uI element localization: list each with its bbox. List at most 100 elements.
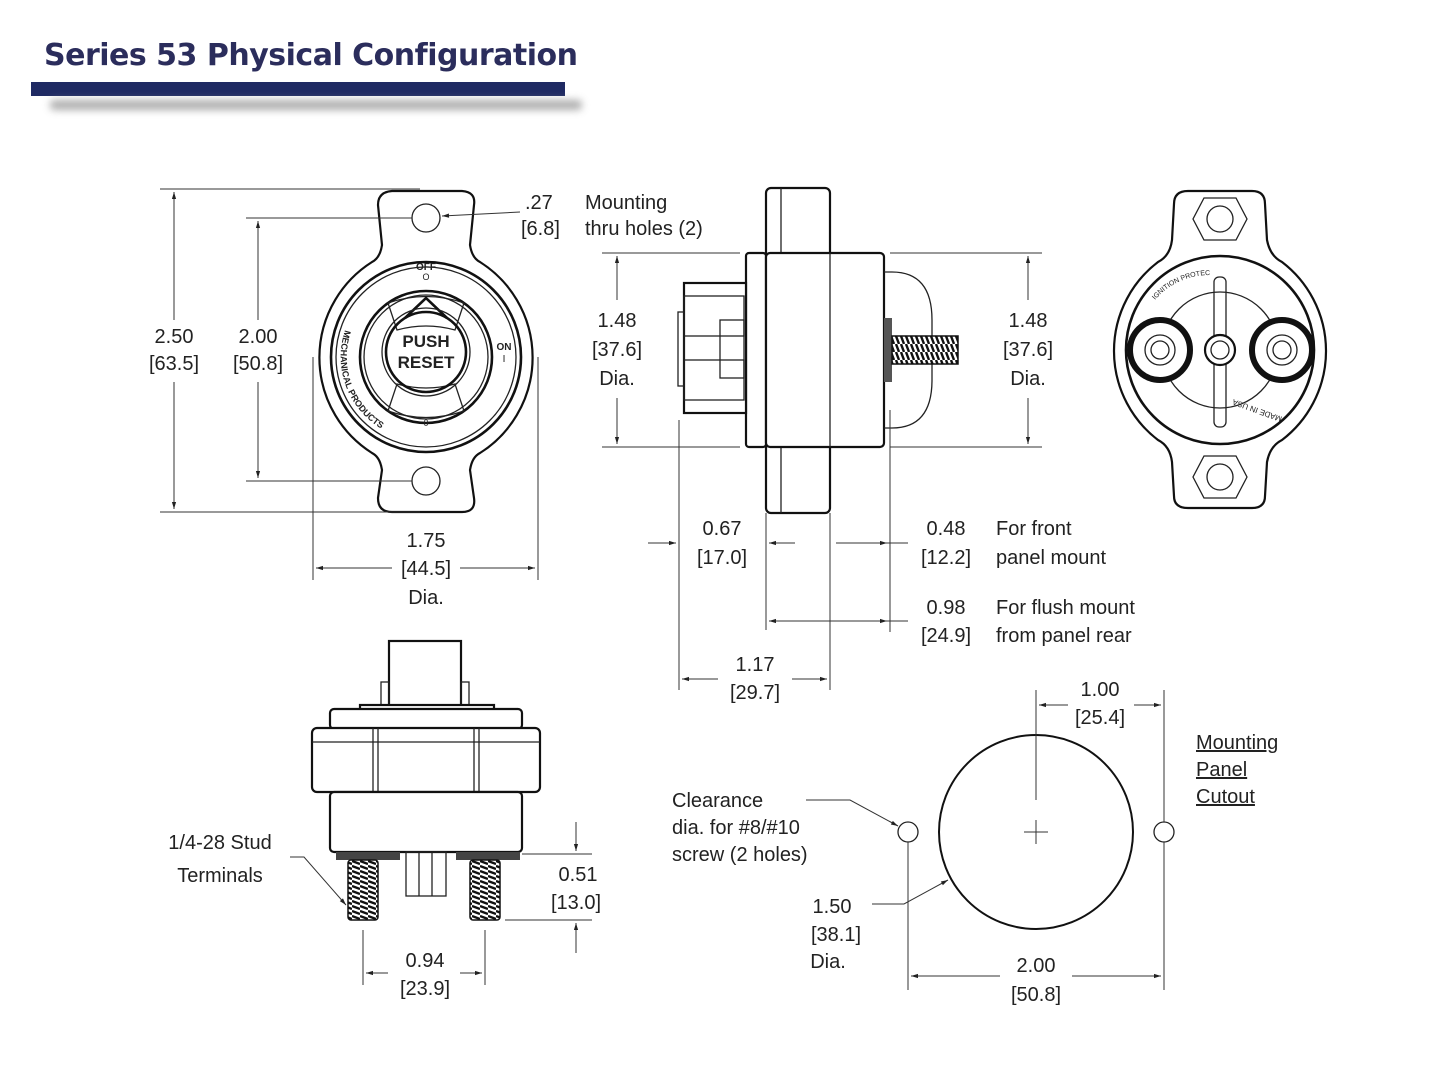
dim-right-dia-suffix: Dia.: [1010, 368, 1046, 390]
on-label: ON: [497, 342, 512, 353]
rear-nut-top-hole: [1206, 205, 1234, 233]
dim-cutout-dia-suffix: Dia.: [810, 951, 846, 973]
front-outer-ring: [329, 260, 523, 454]
clearance-leader: [806, 799, 899, 827]
front-panel-note-1: For front: [996, 518, 1072, 540]
rear-terminal-right-nut: [1266, 334, 1298, 366]
bottom-center-post: [405, 851, 447, 897]
front-flange-outline: [318, 189, 534, 514]
side-actuator: [682, 281, 748, 415]
panel-cutout-view: 1.00 [25.4] 2.00 [50.8] 1.50 [38.1] Dia.…: [672, 679, 1278, 1006]
dim-stud-length: 0.51: [559, 864, 598, 886]
dim-left-dia-suffix: Dia.: [599, 368, 635, 390]
dim-front-depth: 0.67: [703, 518, 742, 540]
flush-mount-note-2: from panel rear: [996, 625, 1132, 647]
front-view: PUSH RESET OFF O ON I 0 MECHANICAL PRODU…: [149, 188, 703, 609]
dim-stud-spacing-mm: [23.9]: [400, 978, 450, 1000]
side-view: 1.48 [37.6] Dia. 1.48 [37.6] Dia. 0.67 […: [592, 186, 1135, 704]
dim-stud-spacing: 0.94: [406, 950, 445, 972]
push-reset-button: [384, 310, 468, 394]
dim-overall-height-mm: [63.5]: [149, 353, 199, 375]
dim-flush-mount-mm: [24.9]: [921, 625, 971, 647]
clearance-hole-right: [1153, 821, 1175, 843]
clearance-note-3: screw (2 holes): [672, 844, 808, 866]
front-collar-ring: [358, 289, 494, 425]
front-outer-ring-inner: [335, 266, 517, 448]
arrow-up-icon: [404, 296, 448, 319]
bottom-view: 1/4-28 Stud Terminals 0.51 [13.0] 0.94 […: [168, 639, 601, 1000]
bottom-symbol: 0: [423, 418, 428, 428]
mounting-holes-note-2: thru holes (2): [585, 218, 703, 240]
bottom-flange: [310, 726, 542, 794]
stud-label-1: 1/4-28 Stud: [168, 832, 271, 854]
bottom-stud-base-left: [336, 852, 400, 860]
cutout-title-3: Cutout: [1196, 786, 1255, 808]
rear-terminal-left-stud: [1150, 340, 1170, 360]
dim-overall-height: 2.50: [155, 326, 194, 348]
rear-center-hole: [1210, 340, 1230, 360]
bottom-actuator: [387, 639, 463, 709]
cutout-dia-leader: [872, 879, 949, 905]
rear-center-boss: [1203, 333, 1237, 367]
reset-label: RESET: [398, 353, 455, 372]
off-label: OFF: [416, 262, 436, 273]
dim-left-dia-mm: [37.6]: [592, 339, 642, 361]
dim-right-dia-mm: [37.6]: [1003, 339, 1053, 361]
bottom-actuator-tab: [380, 681, 390, 708]
page-title: Series 53 Physical Configuration: [44, 38, 578, 73]
rear-terminal-right: [1249, 317, 1315, 383]
push-label: PUSH: [402, 332, 449, 351]
title-underline-bar: [31, 82, 565, 96]
front-panel-note-2: panel mount: [996, 547, 1107, 569]
dim-half-spacing-mm: [25.4]: [1075, 707, 1125, 729]
rear-nut-top: [1192, 197, 1248, 241]
dim-front-depth-mm: [17.0]: [697, 547, 747, 569]
stud-leader: [290, 856, 347, 906]
clearance-hole-left: [897, 821, 919, 843]
clearance-note-1: Clearance: [672, 790, 763, 812]
dim-left-dia: 1.48: [598, 310, 637, 332]
dim-overall-depth: 1.17: [736, 654, 775, 676]
leader-hole: [441, 211, 521, 218]
bottom-body: [328, 790, 524, 854]
flush-mount-note-1: For flush mount: [996, 597, 1135, 619]
dim-body-dia: 1.75: [407, 530, 446, 552]
rear-nut-bottom: [1192, 455, 1248, 499]
dim-cutout-dia-mm: [38.1]: [811, 924, 861, 946]
dim-hole-spacing-cutout: 2.00: [1017, 955, 1056, 977]
side-stud-nut: [884, 318, 892, 382]
stud-label-2: Terminals: [177, 865, 263, 887]
side-body: [764, 251, 886, 449]
dim-hole-spacing-mm: [50.8]: [233, 353, 283, 375]
bottom-stud-base-right: [456, 852, 520, 860]
rear-marking-top: IGNITION PROTECTED: [0, 0, 1210, 301]
on-symbol: I: [503, 354, 506, 365]
dim-hole-spacing-cutout-mm: [50.8]: [1011, 984, 1061, 1006]
rear-terminal-left: [1127, 317, 1193, 383]
dim-body-dia-mm: [44.5]: [401, 558, 451, 580]
rear-terminal-left-nut: [1144, 334, 1176, 366]
dim-hole-dia-mm: [6.8]: [521, 218, 560, 240]
dim-right-dia: 1.48: [1009, 310, 1048, 332]
dim-front-panel-mm: [12.2]: [921, 547, 971, 569]
bottom-bezel: [328, 707, 524, 731]
dim-front-panel: 0.48: [927, 518, 966, 540]
rear-view: IGNITION PROTECTED MADE IN USA: [0, 0, 1328, 510]
push-button-rim: [381, 307, 471, 397]
actuator-center: [719, 319, 745, 379]
dim-cutout-dia: 1.50: [813, 896, 852, 918]
bottom-actuator-tab: [460, 681, 470, 708]
side-front-bezel: [744, 251, 768, 449]
rear-terminal-right-stud: [1272, 340, 1292, 360]
dim-overall-depth-mm: [29.7]: [730, 682, 780, 704]
dim-flush-mount: 0.98: [927, 597, 966, 619]
actuator-upper: [683, 295, 745, 337]
dim-hole-spacing: 2.00: [239, 326, 278, 348]
actuator-lever: [387, 295, 465, 419]
dim-body-dia-suffix: Dia.: [408, 587, 444, 609]
title-bar-shadow: [50, 100, 582, 110]
actuator-lower: [683, 359, 745, 401]
front-collar-inner: [363, 294, 489, 420]
off-symbol: O: [422, 272, 429, 282]
